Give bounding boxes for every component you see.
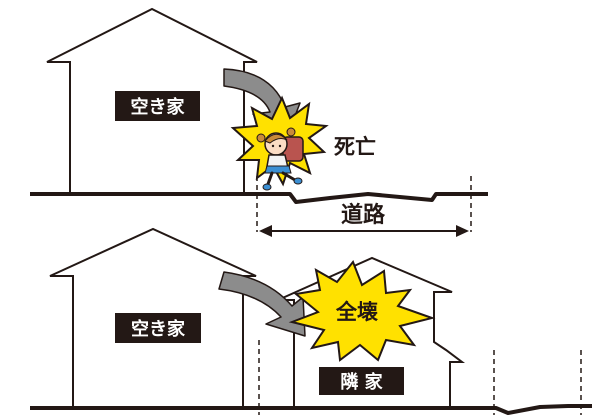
top-ground-line	[30, 192, 488, 204]
falling-arrow-icon	[218, 271, 306, 337]
child-with-backpack-icon	[256, 127, 304, 191]
top-house-label-box: 空き家	[115, 91, 200, 121]
bottom-house-label-box: 空き家	[115, 313, 201, 343]
total-collapse-label: 全壊	[335, 300, 378, 324]
top-abandoned-house	[46, 7, 258, 195]
bottom-ground-line	[30, 404, 592, 415]
road-width-arrow-icon	[259, 225, 469, 237]
bottom-scene: 空き家 全壊 隣 家	[30, 227, 592, 415]
neighbor-house-label-box: 隣 家	[319, 367, 404, 395]
bottom-house-label: 空き家	[131, 318, 186, 340]
top-scene: 道路 空き家	[30, 7, 488, 237]
impact-burst-icon	[288, 260, 436, 362]
top-house-label: 空き家	[131, 96, 186, 118]
death-label: 死亡	[334, 135, 376, 159]
neighbor-house-label: 隣 家	[340, 371, 383, 393]
road-label: 道路	[341, 202, 386, 228]
